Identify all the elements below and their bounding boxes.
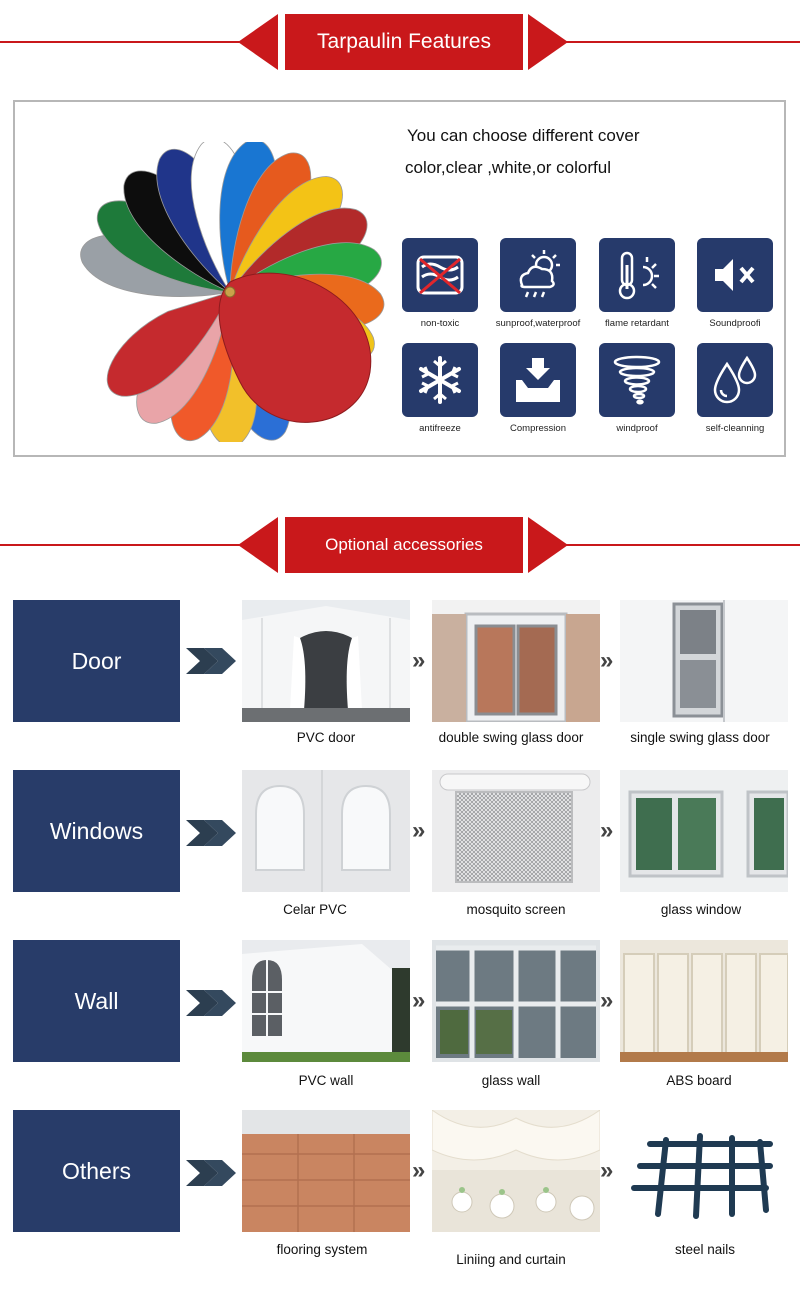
option-label: PVC door (296, 730, 356, 745)
feature-self-cleaning: self-cleanning (685, 343, 785, 434)
feature-non-toxic: non-toxic (390, 238, 490, 329)
double-arrow-icon (186, 820, 236, 846)
separator-arrows: » (412, 647, 426, 674)
category-windows: Windows (13, 770, 180, 892)
category-door: Door (13, 600, 180, 722)
double-arrow-icon (186, 1160, 236, 1186)
separator-arrows: » (600, 1157, 614, 1184)
photo-clear-pvc-window (242, 770, 410, 892)
features-panel: You can choose different cover color,cle… (13, 100, 786, 457)
photo-mosquito-screen (432, 770, 600, 892)
photo-steel-nails (620, 1110, 788, 1232)
option-label: glass window (660, 902, 742, 917)
banner-arrow-right (528, 517, 568, 573)
category-wall: Wall (13, 940, 180, 1062)
features-banner: Tarpaulin Features (0, 14, 800, 74)
separator-arrows: » (412, 817, 426, 844)
option-label: double swing glass door (438, 730, 584, 745)
separator-arrows: » (600, 647, 614, 674)
banner-arrow-right (528, 14, 568, 70)
feature-label: antifreeze (419, 423, 461, 434)
features-title: Tarpaulin Features (282, 14, 526, 70)
option-label: mosquito screen (466, 902, 566, 917)
feature-flame-retardant: flame retardant (587, 238, 687, 329)
option-label: glass wall (481, 1073, 541, 1088)
snowflake-icon (402, 343, 478, 417)
feature-sunproof: sunproof,waterproof (488, 238, 588, 329)
banner-rule-left (0, 41, 245, 43)
option-label: Liniing and curtain (456, 1252, 566, 1267)
double-arrow-icon (186, 648, 236, 674)
option-label: ABS board (666, 1073, 732, 1088)
option-label: flooring system (276, 1242, 368, 1257)
front-swatch (218, 272, 372, 423)
water-drops-icon (697, 343, 773, 417)
feature-windproof: windproof (587, 343, 687, 434)
feature-compression: Compression (488, 343, 588, 434)
photo-lining-and-curtain (432, 1110, 600, 1232)
option-label: steel nails (674, 1242, 736, 1257)
feature-label: Soundproofi (709, 318, 761, 329)
feature-label: non-toxic (420, 318, 460, 329)
photo-double-swing-glass-door (432, 600, 600, 722)
accessories-title: Optional accessories (282, 517, 526, 573)
photo-glass-window (620, 770, 788, 892)
banner-rule-left (0, 544, 245, 546)
swatch-blade (106, 291, 231, 397)
separator-arrows: » (412, 987, 426, 1014)
non-toxic-icon (402, 238, 478, 312)
option-label: Celar PVC (283, 902, 347, 917)
banner-rule-right (555, 544, 800, 546)
banner-arrow-left (238, 14, 278, 70)
banner-rule-right (555, 41, 800, 43)
separator-arrows: » (412, 1157, 426, 1184)
separator-arrows: » (600, 987, 614, 1014)
feature-label: flame retardant (605, 318, 669, 329)
thermometer-sun-icon (599, 238, 675, 312)
photo-single-swing-glass-door (620, 600, 788, 722)
tarpaulin-swatch-fan (80, 142, 385, 442)
separator-arrows: » (600, 817, 614, 844)
feature-label: sunproof,waterproof (495, 318, 581, 329)
rivet (224, 286, 236, 298)
photo-pvc-wall (242, 940, 410, 1062)
feature-label: Compression (510, 423, 566, 434)
features-intro-line1: You can choose different cover (407, 126, 640, 145)
photo-abs-board (620, 940, 788, 1062)
feature-label: windproof (616, 423, 658, 434)
feature-label: self-cleanning (705, 423, 765, 434)
sun-cloud-rain-icon (500, 238, 576, 312)
feature-antifreeze: antifreeze (390, 343, 490, 434)
accessories-banner: Optional accessories (0, 517, 800, 577)
features-intro-line2: color,clear ,white,or colorful (405, 158, 611, 177)
category-others: Others (13, 1110, 180, 1232)
tornado-icon (599, 343, 675, 417)
speaker-mute-icon (697, 238, 773, 312)
banner-arrow-left (238, 517, 278, 573)
double-arrow-icon (186, 990, 236, 1016)
option-label: PVC wall (298, 1073, 354, 1088)
option-label: single swing glass door (630, 730, 770, 745)
feature-soundproof: Soundproofi (685, 238, 785, 329)
photo-glass-wall (432, 940, 600, 1062)
compression-icon (500, 343, 576, 417)
photo-flooring-system (242, 1110, 410, 1232)
photo-pvc-door (242, 600, 410, 722)
